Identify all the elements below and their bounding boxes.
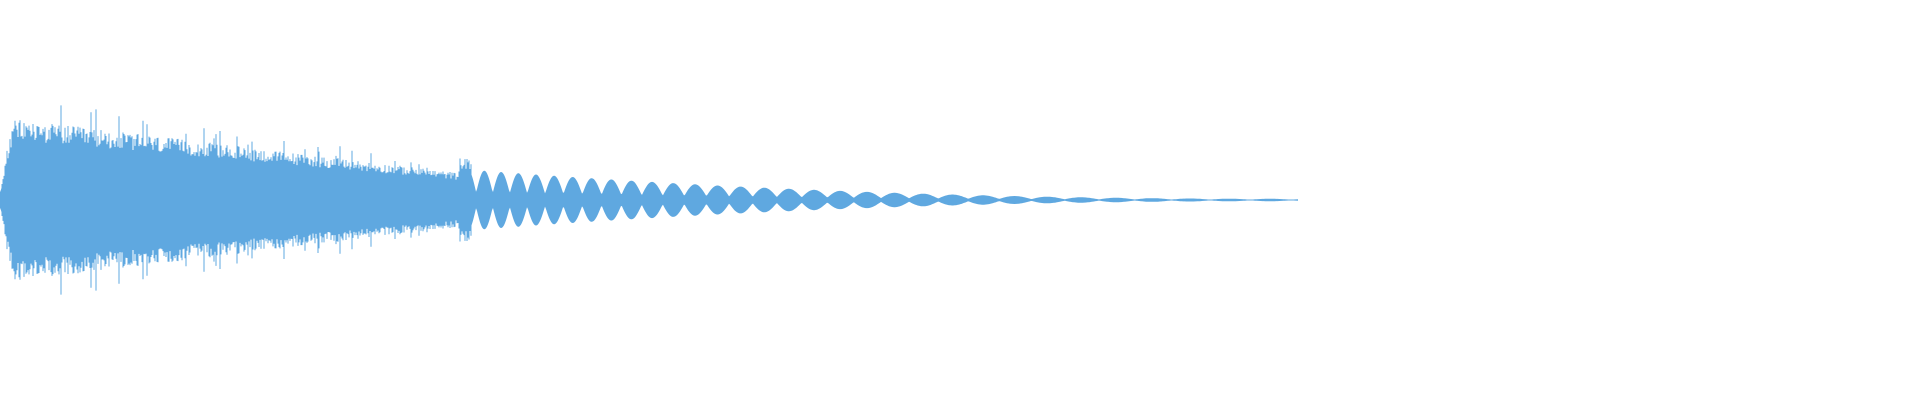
audio-waveform bbox=[0, 105, 1298, 295]
waveform-graphic bbox=[0, 105, 1298, 295]
